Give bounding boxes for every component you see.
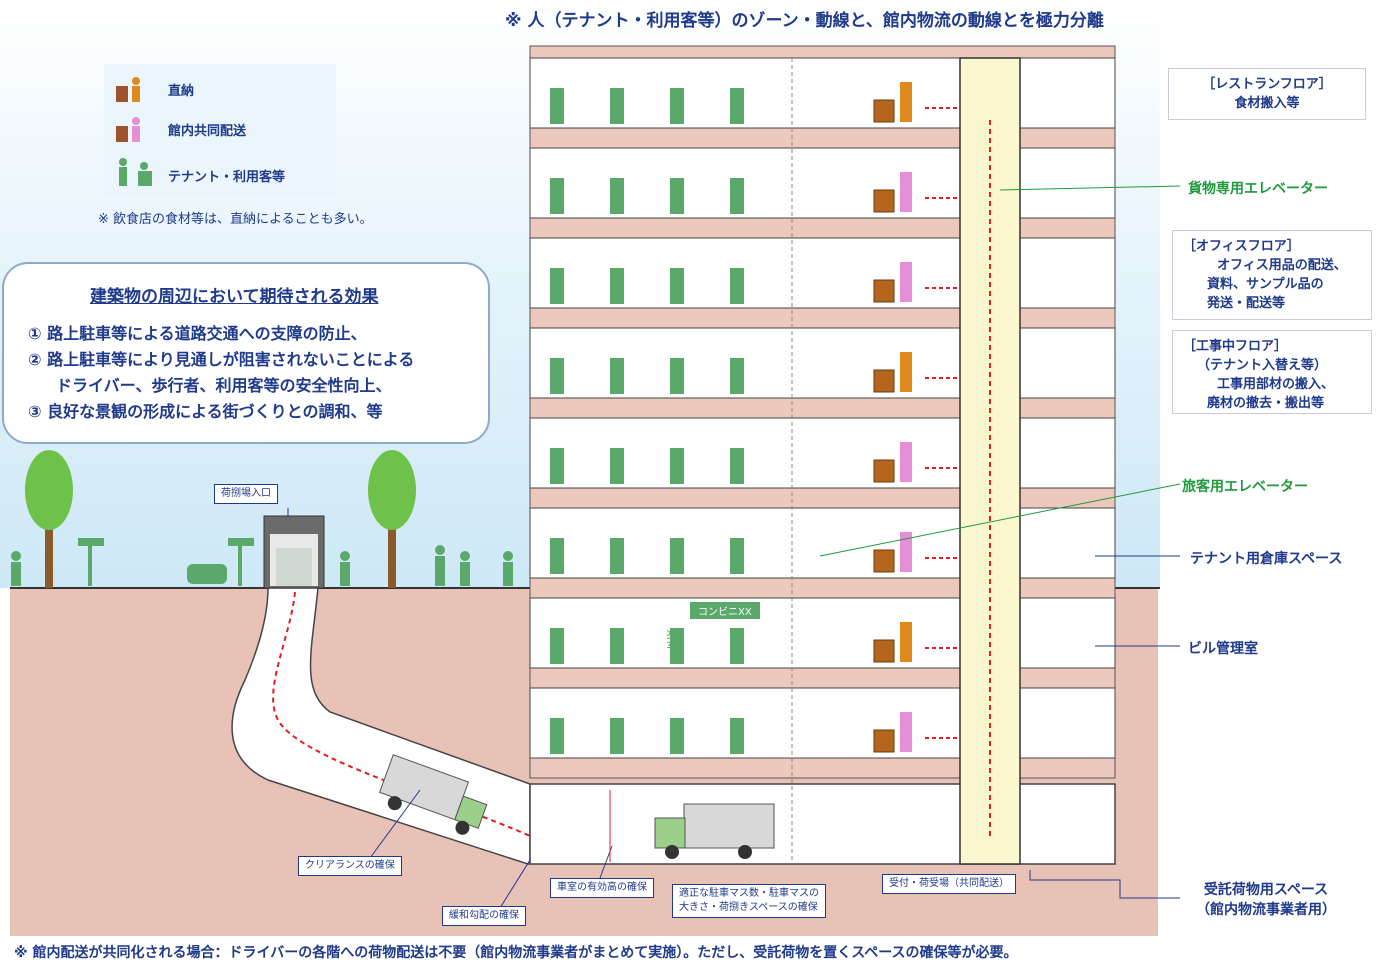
person-figure xyxy=(670,538,684,574)
effective-height-label: 車室の有効高の確保 xyxy=(550,878,654,898)
courier-figure xyxy=(900,82,912,122)
floor-slab xyxy=(529,667,1116,689)
parcel xyxy=(873,549,895,573)
parking-spaces-label: 適正な駐車マス数・駐車マスの 大きさ・荷捌きスペースの確保 xyxy=(672,884,826,918)
person-figure xyxy=(550,358,564,394)
construction-floor-label: ［工事中フロア］ （テナント入替え等） 工事用部材の搬入、 廃材の撤去・搬出等 xyxy=(1172,330,1372,414)
floor-slab xyxy=(529,757,1116,779)
person-figure xyxy=(730,88,744,124)
freight-elevator-label: 貨物専用エレベーター xyxy=(1188,181,1328,197)
office-floor-label: ［オフィスフロア］ オフィス用品の配送、 資料、サンプル品の 発送・配送等 xyxy=(1172,230,1372,320)
person-figure xyxy=(670,178,684,214)
passenger-elevator-label: 旅客用エレベーター xyxy=(1182,479,1308,495)
effect-line-2: ② 路上駐車等により見通しが阻害されないことによる xyxy=(28,350,415,369)
legend-tenant: テナント・利用客等 xyxy=(168,170,286,185)
courier-figure xyxy=(900,352,912,392)
person-figure xyxy=(670,88,684,124)
street-figures xyxy=(11,538,513,586)
atm-sign: ATM xyxy=(664,630,674,649)
tenant-storage-label: テナント用倉庫スペース xyxy=(1190,551,1343,567)
parcel xyxy=(873,639,895,663)
floor-slab xyxy=(529,127,1116,149)
person-figure xyxy=(730,448,744,484)
person-figure xyxy=(550,448,564,484)
tree-left xyxy=(25,450,73,588)
courier-figure xyxy=(900,442,912,482)
person-figure xyxy=(730,538,744,574)
legend-direct: 直納 xyxy=(168,84,195,99)
person-figure xyxy=(610,178,624,214)
parcel xyxy=(873,279,895,303)
reception-label: 受付・荷受場（共同配送） xyxy=(882,874,1016,894)
courier-figure xyxy=(900,262,912,302)
floor-slab xyxy=(529,397,1116,419)
parcel xyxy=(873,369,895,393)
person-figure xyxy=(670,718,684,754)
truck-on-ramp xyxy=(378,754,488,835)
joint-delivery-icon xyxy=(116,116,142,144)
roof-slab xyxy=(529,45,1116,59)
effects-title: 建築物の周辺において期待される効果 xyxy=(90,287,379,307)
person-figure xyxy=(550,628,564,664)
person-figure xyxy=(550,718,564,754)
gentle-slope-label: 緩和勾配の確保 xyxy=(442,906,526,926)
parcel xyxy=(873,99,895,123)
person-figure xyxy=(610,718,624,754)
loading-entrance-label: 荷捌場入口 xyxy=(214,484,278,504)
convenience-store-sign: コンビニXX xyxy=(690,602,760,619)
legend: 直納 館内共同配送 テナント・利用客等 xyxy=(104,64,336,196)
parcel xyxy=(873,189,895,213)
person-figure xyxy=(550,538,564,574)
person-figure xyxy=(730,268,744,304)
parcel xyxy=(873,729,895,753)
parcel xyxy=(873,459,895,483)
floor-slab xyxy=(529,217,1116,239)
effect-line-1: ① 路上駐車等による道路交通への支障の防止、 xyxy=(28,324,367,343)
effect-line-3: ドライバー、歩行者、利用客等の安全性向上、 xyxy=(56,376,392,395)
bottom-note: ※ 館内配送が共同化される場合：ドライバーの各階への荷物配送は不要（館内物流事業… xyxy=(14,945,1018,961)
floor-slab xyxy=(529,487,1116,509)
top-note: ※ 人（テナント・利用客等）のゾーン・動線と、館内物流の動線とを極力分離 xyxy=(505,11,1104,31)
person-figure xyxy=(730,178,744,214)
effect-line-4: ③ 良好な景観の形成による街づくりとの調和、等 xyxy=(28,402,383,421)
person-figure xyxy=(730,718,744,754)
legend-note: ※ 飲食店の食材等は、直納によることも多い。 xyxy=(98,212,373,227)
consigned-space-label: 受託荷物用スペース （館内物流事業者用） xyxy=(1196,882,1336,918)
person-figure xyxy=(670,628,684,664)
tenant-people-icon xyxy=(116,158,156,188)
restaurant-floor-label: ［レストランフロア］ 食材搬入等 xyxy=(1168,68,1366,120)
courier-figure xyxy=(900,532,912,572)
person-figure xyxy=(610,88,624,124)
person-figure xyxy=(610,448,624,484)
clearance-label: クリアランスの確保 xyxy=(298,856,402,876)
person-figure xyxy=(670,358,684,394)
building-mgmt-label: ビル管理室 xyxy=(1188,641,1258,657)
person-figure xyxy=(670,268,684,304)
person-figure xyxy=(610,268,624,304)
person-figure xyxy=(730,628,744,664)
legend-joint: 館内共同配送 xyxy=(168,124,247,139)
tree-right xyxy=(368,450,416,588)
person-figure xyxy=(670,448,684,484)
floor-slab xyxy=(529,307,1116,329)
person-figure xyxy=(610,358,624,394)
truck-in-garage xyxy=(654,803,775,859)
effects-box: 建築物の周辺において期待される効果 ① 路上駐車等による道路交通への支障の防止、… xyxy=(2,262,490,444)
loading-level xyxy=(529,783,1116,865)
person-figure xyxy=(550,268,564,304)
direct-delivery-icon xyxy=(116,76,142,104)
courier-figure xyxy=(900,172,912,212)
person-figure xyxy=(610,538,624,574)
person-figure xyxy=(610,628,624,664)
courier-figure xyxy=(900,712,912,752)
courier-figure xyxy=(900,622,912,662)
person-figure xyxy=(730,358,744,394)
floor-slab xyxy=(529,577,1116,599)
person-figure xyxy=(550,88,564,124)
person-figure xyxy=(550,178,564,214)
